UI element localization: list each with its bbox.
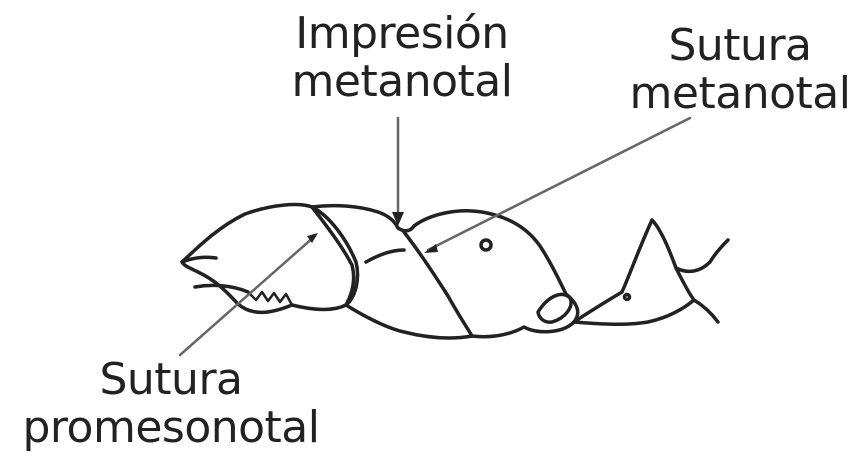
petiole-spot [625,295,630,300]
arrowhead-sutura-metanotal [424,244,438,253]
label-sutura-promesonotal: Sutura promesonotal [6,356,336,452]
pronotal-denticles [248,292,292,305]
leader-sutura-promesonotal [180,236,315,355]
metapleural-lobe [538,294,571,322]
label-sutura-metanotal: Sutura metanotal [620,22,860,118]
petiole-ventral [574,300,718,324]
label-impresion-line2: metanotal [262,58,542,106]
ventral-outline [346,305,472,338]
label-sutura-metanotal-line1: Sutura [620,22,860,70]
label-sutura-promesonotal-line2: promesonotal [6,404,336,452]
label-sutura-promesonotal-line1: Sutura [6,356,336,404]
propodeum-outline [414,211,578,337]
label-sutura-metanotal-line2: metanotal [620,70,860,118]
label-impresion-metanotal: Impresión metanotal [262,10,542,106]
label-impresion-line1: Impresión [262,10,542,58]
propodeal-spiracle [481,240,491,250]
leader-sutura-metanotal [428,118,690,250]
metanotal-suture [404,232,472,336]
metanotal-impression [398,226,414,231]
pleural-line [366,250,404,262]
